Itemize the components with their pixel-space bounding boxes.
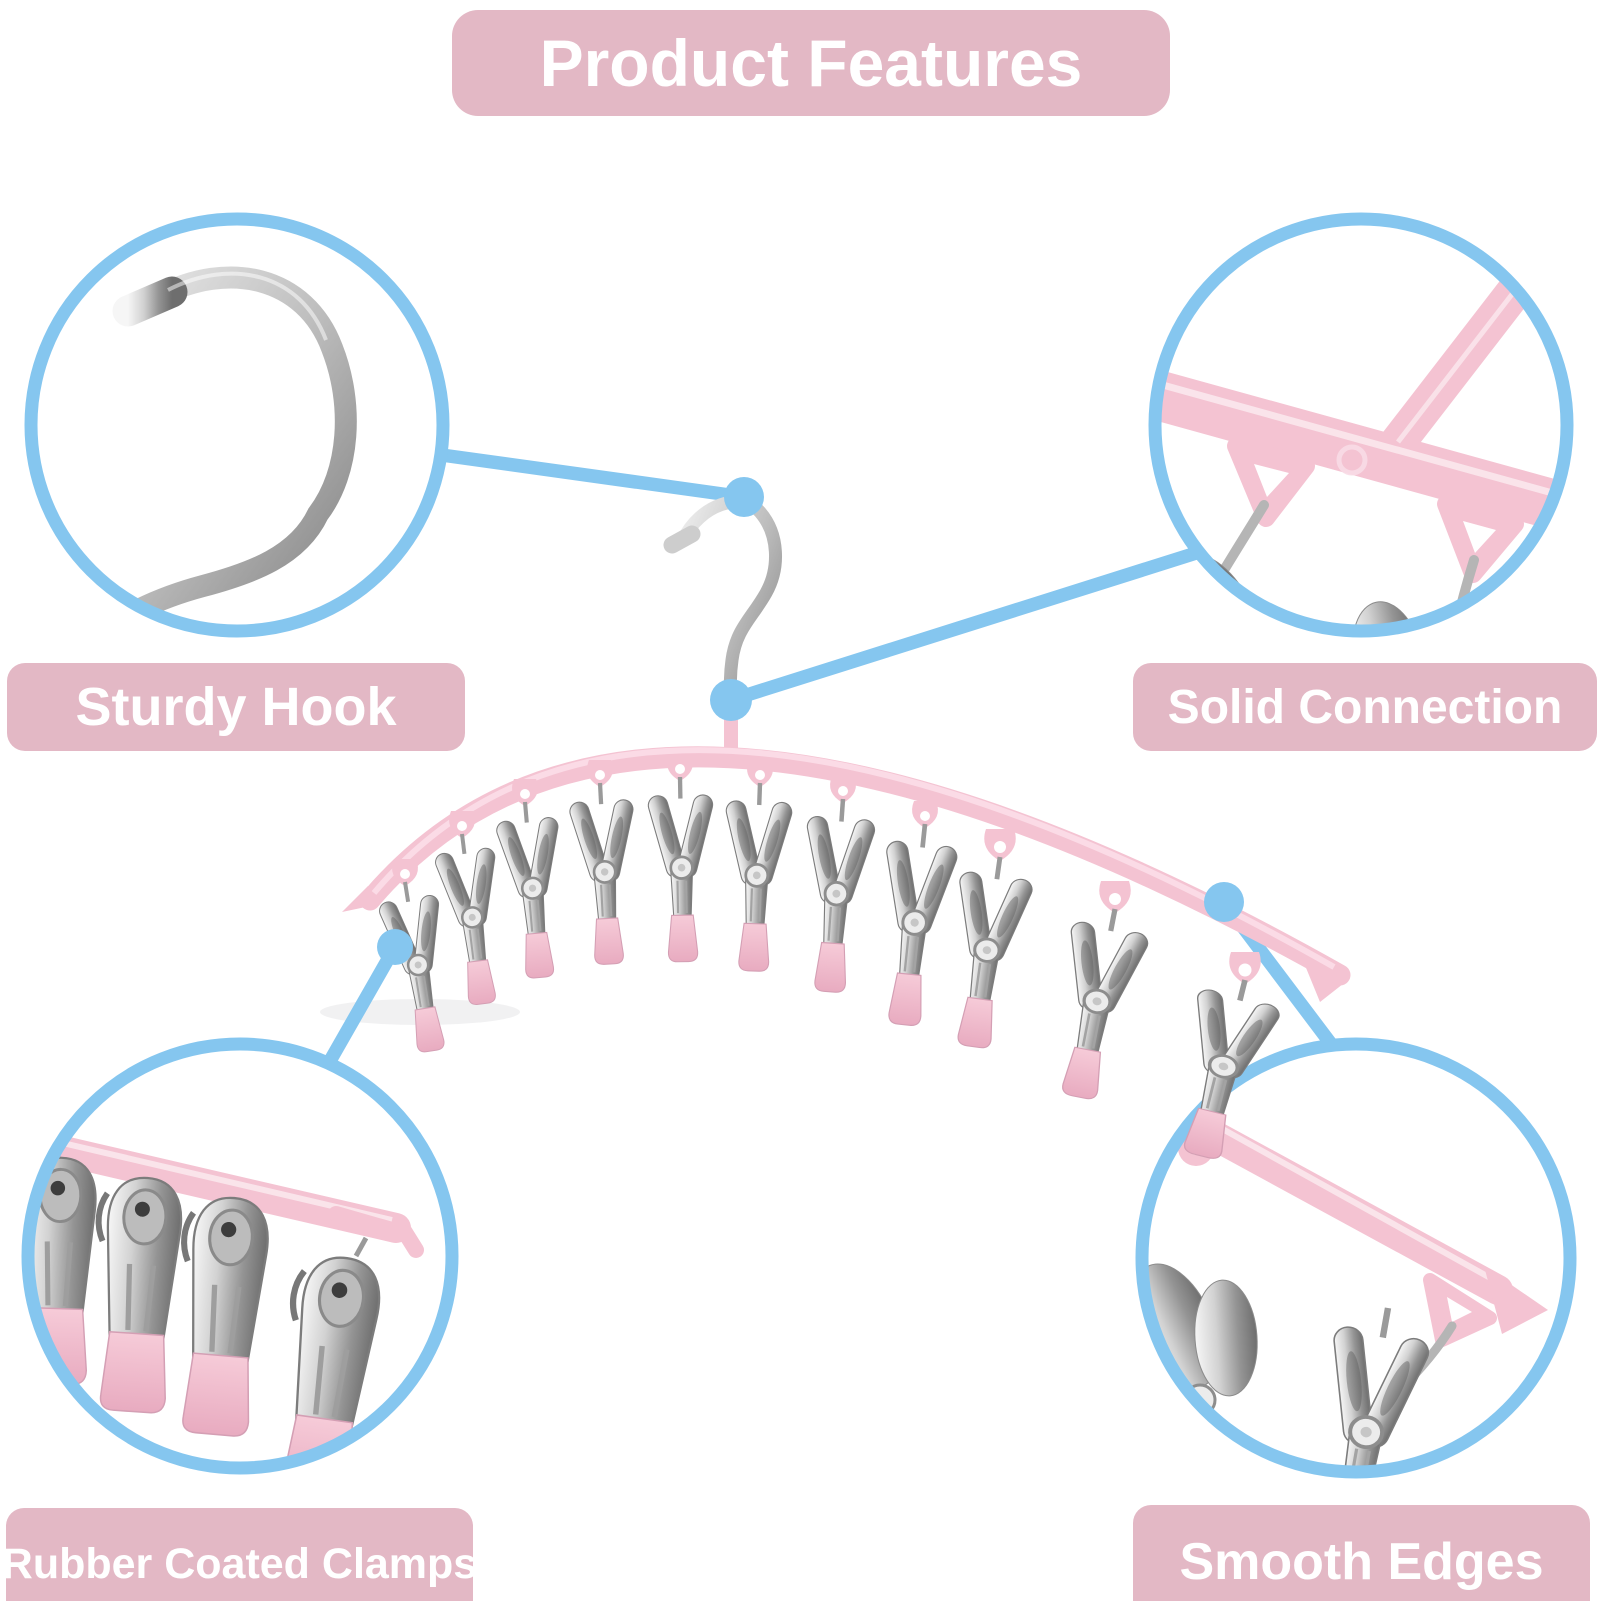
clip — [1038, 901, 1156, 1105]
edges-detail-art — [1142, 1105, 1548, 1569]
feature-label-sturdy-hook: Sturdy Hook — [7, 663, 465, 751]
connector-dot-rubber-coated-clamps — [377, 929, 413, 965]
callout-circle-sturdy-hook — [24, 212, 450, 638]
hanger-loops — [392, 754, 1261, 984]
callout-circle-rubber-coated-clamps — [21, 1037, 459, 1504]
clamps-detail-art — [28, 1125, 424, 1504]
clip — [428, 828, 517, 1010]
feature-label-solid-connection: Solid Connection — [1133, 663, 1597, 751]
callout-circle-solid-connection — [1148, 212, 1574, 638]
feature-label-rubber-coated-clamps: Rubber Coated Clamps — [2, 1508, 477, 1601]
page-title-text: Product Features — [539, 26, 1083, 100]
hanger-product-art — [342, 495, 1351, 1167]
feature-label-text: Rubber Coated Clamps — [1, 1539, 478, 1588]
feature-label-smooth-edges: Smooth Edges — [1133, 1505, 1590, 1601]
clip — [566, 781, 643, 966]
clip — [646, 776, 718, 962]
feature-label-text: Sturdy Hook — [75, 677, 397, 737]
hanger-clips — [371, 776, 1289, 1166]
callout-ring — [21, 1037, 459, 1475]
clip — [867, 820, 963, 1029]
clip — [718, 782, 794, 972]
feature-label-text: Solid Connection — [1167, 680, 1563, 734]
connector-dot-sturdy-hook — [724, 477, 764, 517]
callout-ring — [24, 212, 450, 638]
connector-dot-smooth-edges — [1204, 882, 1244, 922]
feature-label-text: Smooth Edges — [1179, 1533, 1544, 1591]
clip — [492, 799, 573, 980]
connector-dot-solid-connection — [710, 679, 752, 721]
hook-detail-art — [79, 266, 357, 631]
clip — [935, 852, 1038, 1052]
clip — [794, 796, 879, 994]
connector-line-solid-connection — [724, 529, 1257, 707]
connector-dots — [377, 477, 1244, 965]
connector-line-sturdy-hook — [413, 445, 751, 504]
callout-circle-smooth-edges — [1135, 1037, 1577, 1569]
page-title: Product Features — [452, 10, 1170, 116]
callout-ring — [1135, 1037, 1577, 1479]
callout-ring — [1148, 212, 1574, 638]
